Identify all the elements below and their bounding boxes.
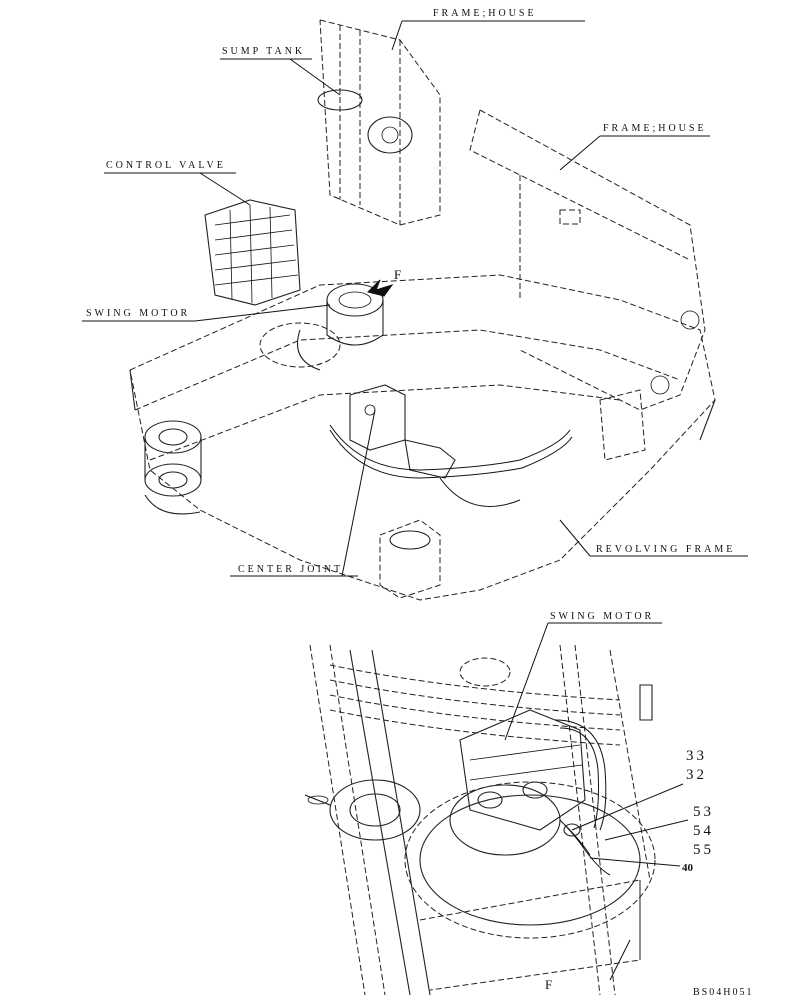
detail-leader-lines (504, 622, 689, 867)
callout-53: 53 (693, 804, 714, 820)
label-detail-view: F (545, 977, 555, 992)
callout-40: 40 (682, 862, 694, 874)
label-frame-house-top: FRAME;HOUSE (433, 8, 537, 19)
detail-labels: SWING MOTOR 33 32 53 54 55 40 F BS04H051 (545, 611, 753, 998)
drawing-code: BS04H051 (693, 987, 753, 998)
upper-labels: FRAME;HOUSE SUMP TANK FRAME;HOUSE CONTRO… (86, 8, 735, 575)
label-center-joint: CENTER JOINT (238, 564, 343, 575)
label-swing-motor-detail: SWING MOTOR (550, 611, 654, 622)
upper-assembly-drawing (129, 19, 716, 601)
callout-54: 54 (693, 823, 714, 839)
label-swing-motor-upper: SWING MOTOR (86, 308, 190, 319)
callout-32: 32 (686, 767, 707, 783)
label-control-valve: CONTROL VALVE (106, 160, 226, 171)
label-revolving-frame: REVOLVING FRAME (596, 544, 735, 555)
callout-55: 55 (693, 842, 714, 858)
callout-33: 33 (686, 748, 707, 764)
label-sump-tank: SUMP TANK (222, 46, 305, 57)
label-frame-house-right: FRAME;HOUSE (603, 123, 707, 134)
upper-leader-lines (82, 20, 748, 577)
label-view-marker: F (394, 267, 404, 282)
detail-view-drawing (304, 644, 656, 996)
